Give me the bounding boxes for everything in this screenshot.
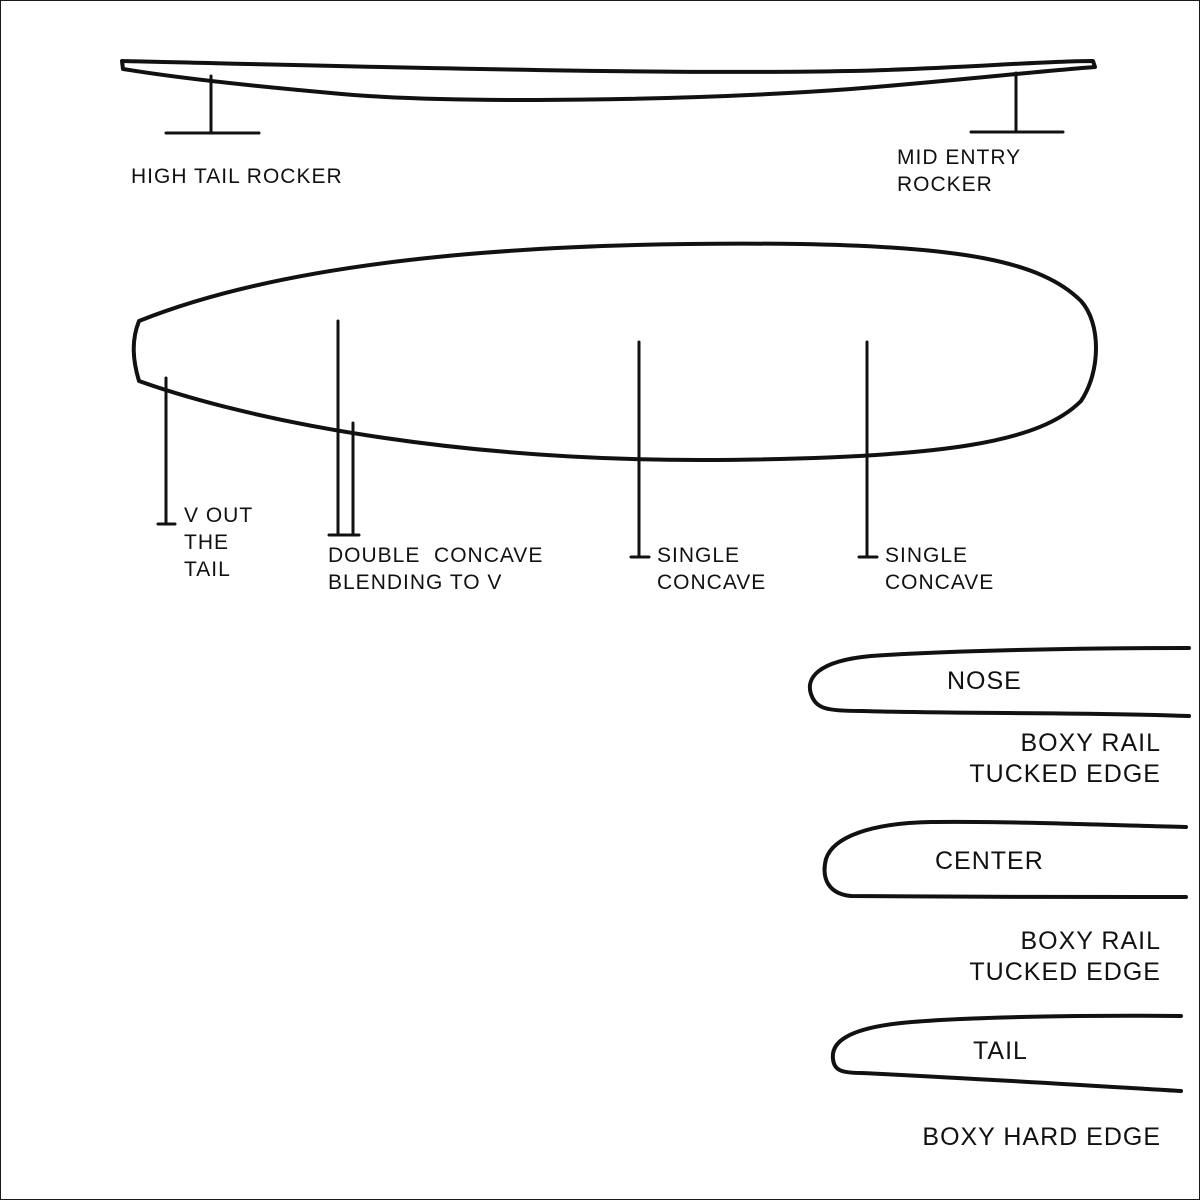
entry-rocker-label-line1: MID ENTRY — [897, 146, 1022, 169]
bottom-outline-board — [131, 241, 1098, 462]
entry-rocker-label: MID ENTRY ROCKER — [897, 147, 1021, 195]
single-concave-label-2: SINGLE CONCAVE — [885, 545, 994, 593]
tail-rail-profile — [830, 1013, 1183, 1093]
double-concave-label-line1: DOUBLE CONCAVE — [328, 544, 544, 567]
single-concave-label-1-line2: CONCAVE — [657, 571, 767, 594]
v-tail-label-line2: THE — [184, 531, 229, 554]
rocker-profile-board — [120, 59, 1097, 102]
nose-rail-profile — [807, 646, 1191, 718]
v-tail-label-line1: V OUT — [184, 504, 254, 527]
center-rail-profile — [822, 819, 1188, 899]
single-concave-label-2-line2: CONCAVE — [885, 571, 995, 594]
nose-rail-label: NOSE — [947, 667, 1022, 695]
single-concave-label-1: SINGLE CONCAVE — [657, 545, 766, 593]
single-concave-label-2-line1: SINGLE — [885, 544, 969, 567]
center-rail-desc: BOXY RAIL TUCKED EDGE — [969, 929, 1161, 985]
v-tail-label: V OUT THE TAIL — [184, 505, 253, 580]
nose-rail-desc-line2: TUCKED EDGE — [969, 760, 1161, 788]
center-rail-desc-line2: TUCKED EDGE — [969, 958, 1161, 986]
single-concave-label-1-line1: SINGLE — [657, 544, 741, 567]
entry-rocker-label-line2: ROCKER — [897, 173, 993, 196]
v-tail-label-line3: TAIL — [184, 558, 231, 581]
center-rail-desc-line1: BOXY RAIL — [1020, 927, 1161, 955]
tail-rocker-label: HIGH TAIL ROCKER — [131, 165, 343, 188]
tail-rail-desc: BOXY HARD EDGE — [922, 1123, 1161, 1151]
double-concave-label: DOUBLE CONCAVE BLENDING TO V — [328, 545, 543, 593]
nose-rail-desc-line1: BOXY RAIL — [1020, 729, 1161, 757]
double-concave-label-line2: BLENDING TO V — [328, 571, 503, 594]
center-rail-label: CENTER — [935, 847, 1044, 875]
tail-rail-label: TAIL — [973, 1037, 1028, 1065]
nose-rail-desc: BOXY RAIL TUCKED EDGE — [969, 731, 1161, 787]
